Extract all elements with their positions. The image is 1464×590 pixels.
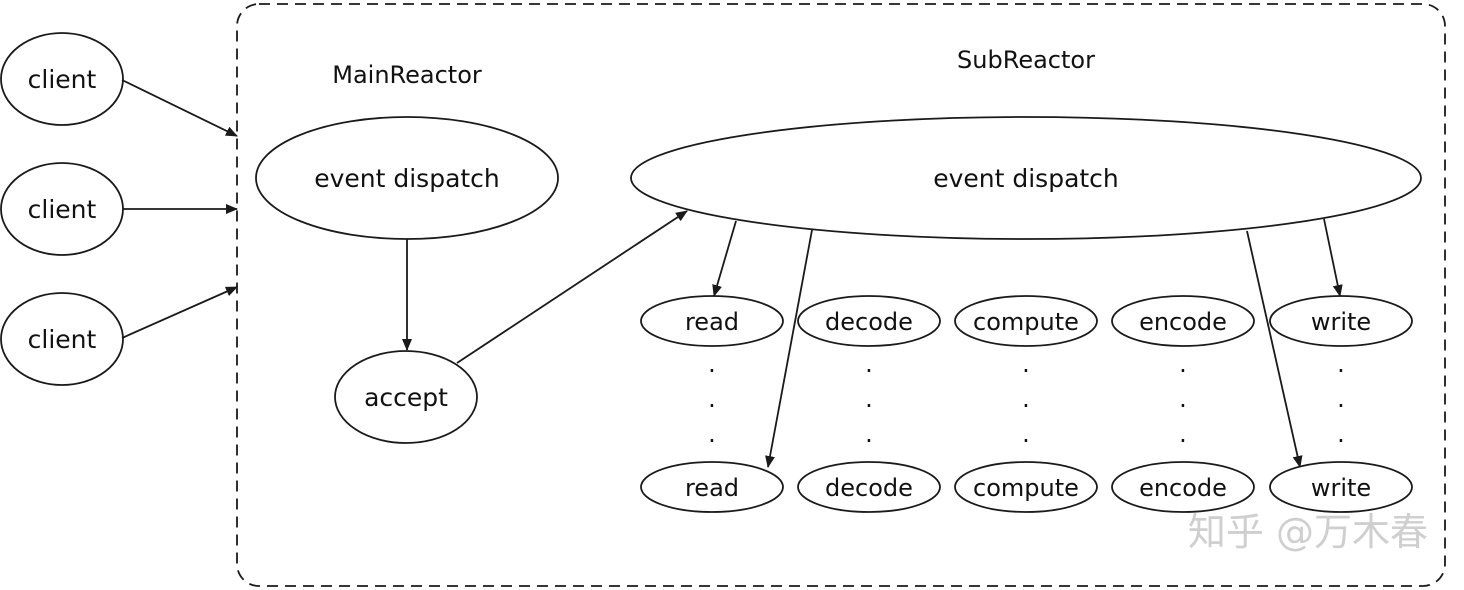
ellipsis-dot: . bbox=[1022, 420, 1030, 448]
ellipsis-dot: . bbox=[1179, 350, 1187, 378]
watermark-text: 知乎 @万木春 bbox=[1188, 510, 1428, 554]
ellipsis-dot: . bbox=[1337, 385, 1345, 413]
ellipsis-dot: . bbox=[708, 420, 716, 448]
dispatch-to-read-bottom-arrow bbox=[765, 229, 813, 468]
reactor-boundary bbox=[236, 3, 1446, 587]
ellipsis-dot: . bbox=[1337, 420, 1345, 448]
task-label-bottom-decode: decode bbox=[825, 474, 913, 502]
client-label-2: client bbox=[28, 195, 97, 224]
client-label-1: client bbox=[28, 65, 97, 94]
task-node-top-decode: decode bbox=[797, 295, 941, 347]
ellipsis-dot: . bbox=[1337, 350, 1345, 378]
task-node-bottom-write: write bbox=[1269, 461, 1413, 513]
task-label-top-compute: compute bbox=[973, 308, 1079, 336]
dispatch-to-read-top-arrow bbox=[712, 220, 737, 297]
accept-to-subreactor-arrow bbox=[456, 210, 688, 364]
client-arrow-3 bbox=[121, 286, 238, 339]
accept-node: accept bbox=[334, 350, 478, 444]
task-label-bottom-write: write bbox=[1311, 474, 1371, 502]
task-node-top-write: write bbox=[1269, 295, 1413, 347]
sub-event-dispatch-node: event dispatch bbox=[630, 116, 1422, 240]
client-node-2: client bbox=[0, 162, 124, 256]
task-node-top-encode: encode bbox=[1111, 295, 1255, 347]
main-event-dispatch-node: event dispatch bbox=[255, 116, 559, 240]
ellipsis-dot: . bbox=[1022, 385, 1030, 413]
sub-event-dispatch-label: event dispatch bbox=[933, 164, 1119, 193]
task-node-bottom-encode: encode bbox=[1111, 461, 1255, 513]
ellipsis-dot: . bbox=[865, 420, 873, 448]
client-arrow-1 bbox=[121, 79, 238, 137]
client-label-3: client bbox=[28, 325, 97, 354]
ellipsis-dot: . bbox=[708, 385, 716, 413]
ellipsis-dot: . bbox=[1179, 420, 1187, 448]
main-event-dispatch-label: event dispatch bbox=[314, 164, 500, 193]
task-label-bottom-read: read bbox=[685, 474, 739, 502]
task-label-top-read: read bbox=[685, 308, 739, 336]
client-node-3: client bbox=[0, 292, 124, 386]
ellipsis-dot: . bbox=[865, 350, 873, 378]
main-reactor-title: MainReactor bbox=[332, 61, 482, 89]
task-node-bottom-decode: decode bbox=[797, 461, 941, 513]
ellipsis-dot: . bbox=[1179, 385, 1187, 413]
dispatch-to-write-top-arrow bbox=[1323, 218, 1343, 297]
task-node-top-read: read bbox=[640, 295, 784, 347]
dispatch-to-write-bottom-arrow bbox=[1246, 230, 1303, 468]
task-label-top-write: write bbox=[1311, 308, 1371, 336]
sub-reactor-title: SubReactor bbox=[957, 46, 1095, 74]
task-node-top-compute: compute bbox=[954, 295, 1098, 347]
ellipsis-dot: . bbox=[865, 385, 873, 413]
task-label-bottom-compute: compute bbox=[973, 474, 1079, 502]
task-node-bottom-read: read bbox=[640, 461, 784, 513]
client-node-1: client bbox=[0, 32, 124, 126]
task-label-top-encode: encode bbox=[1139, 308, 1227, 336]
task-label-top-decode: decode bbox=[825, 308, 913, 336]
ellipsis-dot: . bbox=[708, 350, 716, 378]
task-label-bottom-encode: encode bbox=[1139, 474, 1227, 502]
accept-label: accept bbox=[364, 383, 448, 412]
ellipsis-dot: . bbox=[1022, 350, 1030, 378]
task-node-bottom-compute: compute bbox=[954, 461, 1098, 513]
